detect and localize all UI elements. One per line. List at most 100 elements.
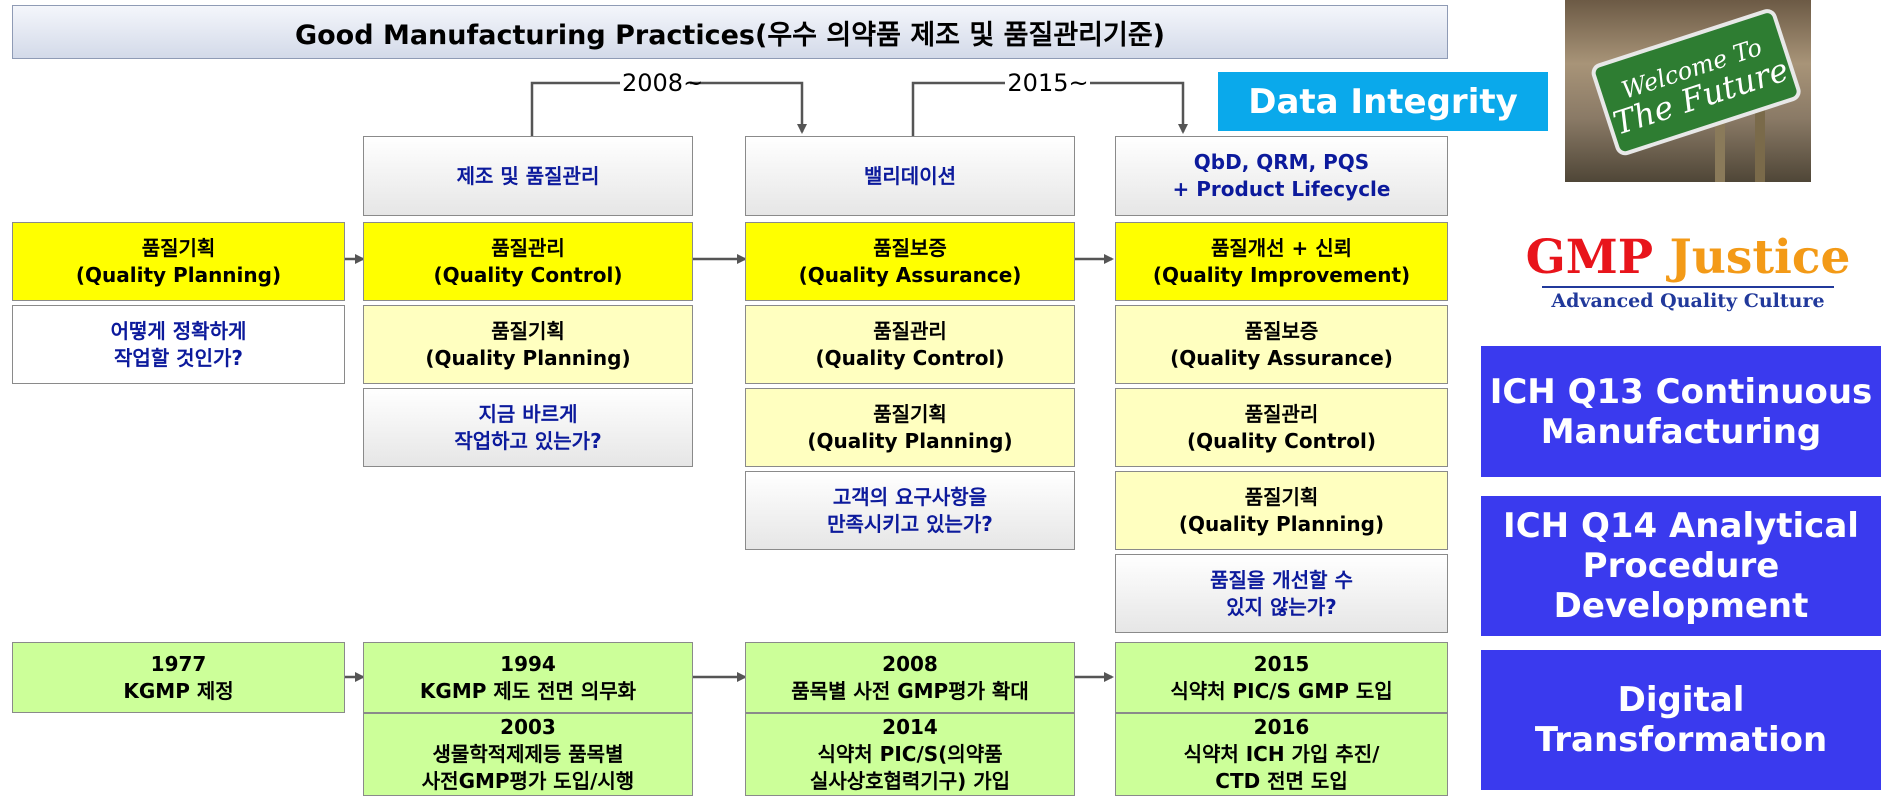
history-year: 1977 — [150, 651, 207, 676]
history-year: 2008 — [882, 651, 938, 676]
box-subtitle: (Quality Improvement) — [1152, 262, 1411, 287]
data-integrity-label: Data Integrity — [1218, 72, 1548, 131]
blue-box-text: Manufacturing — [1540, 411, 1822, 452]
history-2016: 2016 식약처 ICH 가입 추진/CTD 전면 도입 — [1115, 713, 1448, 796]
box-title: 품질기획 — [141, 235, 216, 260]
welcome-future-image: Welcome To The Future — [1565, 0, 1811, 182]
box-title: 품질관리 — [491, 235, 565, 260]
history-event: 실사상호협력기구) 가입 — [809, 769, 1011, 793]
bracket-2015-left — [911, 81, 1005, 136]
blue-box-text: Digital — [1617, 680, 1745, 720]
quality-planning-box: 품질기획(Quality Planning) — [12, 222, 345, 301]
box-subtitle: (Quality Planning) — [75, 262, 282, 287]
header-validation: 밸리데이션 — [745, 136, 1075, 216]
quality-control-box: 품질관리(Quality Control) — [1115, 388, 1448, 467]
blue-box-text: ICH Q14 Analytical — [1503, 506, 1859, 546]
history-event: 식약처 ICH 가입 추진/ — [1183, 742, 1380, 766]
box-subtitle: (Quality Planning) — [1178, 511, 1385, 536]
box-subtitle: (Quality Assurance) — [1170, 345, 1393, 370]
brand-tagline: Advanced Quality Culture — [1551, 290, 1825, 312]
brand-rule — [1542, 286, 1834, 288]
box-subtitle: (Quality Planning) — [425, 345, 631, 370]
blue-box-text: ICH Q13 Continuous — [1489, 371, 1873, 412]
brand-name-part1: GMP — [1525, 230, 1654, 285]
box-title: 품질기획 — [491, 318, 565, 343]
box-title: 품질관리 — [1244, 401, 1319, 426]
box-title: 품질관리 — [873, 318, 947, 343]
question-text: 어떻게 정확하게 — [110, 318, 247, 343]
gmp-justice-logo: GMP Justice Advanced Quality Culture — [1518, 232, 1858, 313]
question-text: 있지 않는가? — [1226, 594, 1337, 619]
history-event: 생물학적제제등 품목별 — [432, 742, 624, 766]
history-year: 1994 — [500, 651, 556, 676]
question-text: 작업하고 있는가? — [454, 428, 602, 453]
bracket-2015-right — [1090, 81, 1188, 134]
page-title: Good Manufacturing Practices(우수 의약품 제조 및… — [12, 5, 1448, 59]
blue-box-text: Development — [1553, 586, 1809, 626]
box-title: 품질보증 — [1244, 318, 1319, 343]
question-text: 작업할 것인가? — [114, 345, 243, 370]
box-title: 품질개선 + 신뢰 — [1210, 235, 1353, 260]
bracket-2008-right — [690, 81, 807, 134]
box-subtitle: (Quality Planning) — [807, 428, 1013, 453]
header-text: + Product Lifecycle — [1172, 177, 1391, 201]
road-sign-icon: Welcome To The Future — [1591, 9, 1801, 182]
question-text: 고객의 요구사항을 — [832, 484, 988, 509]
box-title: 품질기획 — [873, 401, 947, 426]
brand-name-part2: Justice — [1669, 230, 1851, 285]
history-event: KGMP 제도 전면 의무화 — [419, 678, 637, 703]
box-subtitle: (Quality Control) — [1187, 428, 1376, 453]
header-text: 제조 및 품질관리 — [456, 163, 600, 188]
bracket-2008-left — [530, 81, 620, 136]
box-subtitle: (Quality Control) — [815, 345, 1005, 370]
question-text: 만족시키고 있는가? — [827, 511, 993, 536]
quality-planning-box: 품질기획(Quality Planning) — [745, 388, 1075, 467]
history-event: CTD 전면 도입 — [1215, 769, 1348, 793]
history-event: 식약처 PIC/S GMP 도입 — [1170, 678, 1393, 703]
blue-box-text: Procedure — [1582, 546, 1780, 586]
box-title: 품질보증 — [873, 235, 947, 260]
history-year: 2014 — [882, 715, 938, 739]
year-label-2008: 2008~ — [622, 69, 704, 97]
quality-control-box: 품질관리(Quality Control) — [363, 222, 693, 301]
quality-planning-box: 품질기획(Quality Planning) — [363, 305, 693, 384]
quality-assurance-box: 품질보증(Quality Assurance) — [1115, 305, 1448, 384]
quality-control-box: 품질관리(Quality Control) — [745, 305, 1075, 384]
history-event: 사전GMP평가 도입/시행 — [421, 769, 635, 793]
header-manufacturing-qc: 제조 및 품질관리 — [363, 136, 693, 216]
quality-assurance-box: 품질보증(Quality Assurance) — [745, 222, 1075, 301]
question-text: 품질을 개선할 수 — [1210, 567, 1353, 592]
history-event: KGMP 제정 — [123, 678, 234, 703]
quality-planning-box: 품질기획(Quality Planning) — [1115, 471, 1448, 550]
header-text: 밸리데이션 — [864, 163, 956, 188]
history-event: 식약처 PIC/S(의약품 — [817, 742, 1003, 766]
year-label-2015: 2015~ — [1007, 69, 1089, 97]
history-year: 2015 — [1253, 651, 1310, 676]
header-qbd: QbD, QRM, PQS + Product Lifecycle — [1115, 136, 1448, 216]
header-text: QbD, QRM, PQS — [1193, 150, 1370, 174]
history-year: 2003 — [500, 715, 556, 739]
history-year: 2016 — [1253, 715, 1310, 739]
box-title: 품질기획 — [1244, 484, 1319, 509]
box-subtitle: (Quality Assurance) — [798, 262, 1022, 287]
blue-box-text: Transformation — [1534, 720, 1828, 760]
brand-name: GMP Justice — [1518, 232, 1858, 284]
history-event: 품목별 사전 GMP평가 확대 — [791, 678, 1029, 703]
box-subtitle: (Quality Control) — [433, 262, 623, 287]
question-text: 지금 바르게 — [478, 401, 578, 426]
quality-improvement-box: 품질개선 + 신뢰(Quality Improvement) — [1115, 222, 1448, 301]
